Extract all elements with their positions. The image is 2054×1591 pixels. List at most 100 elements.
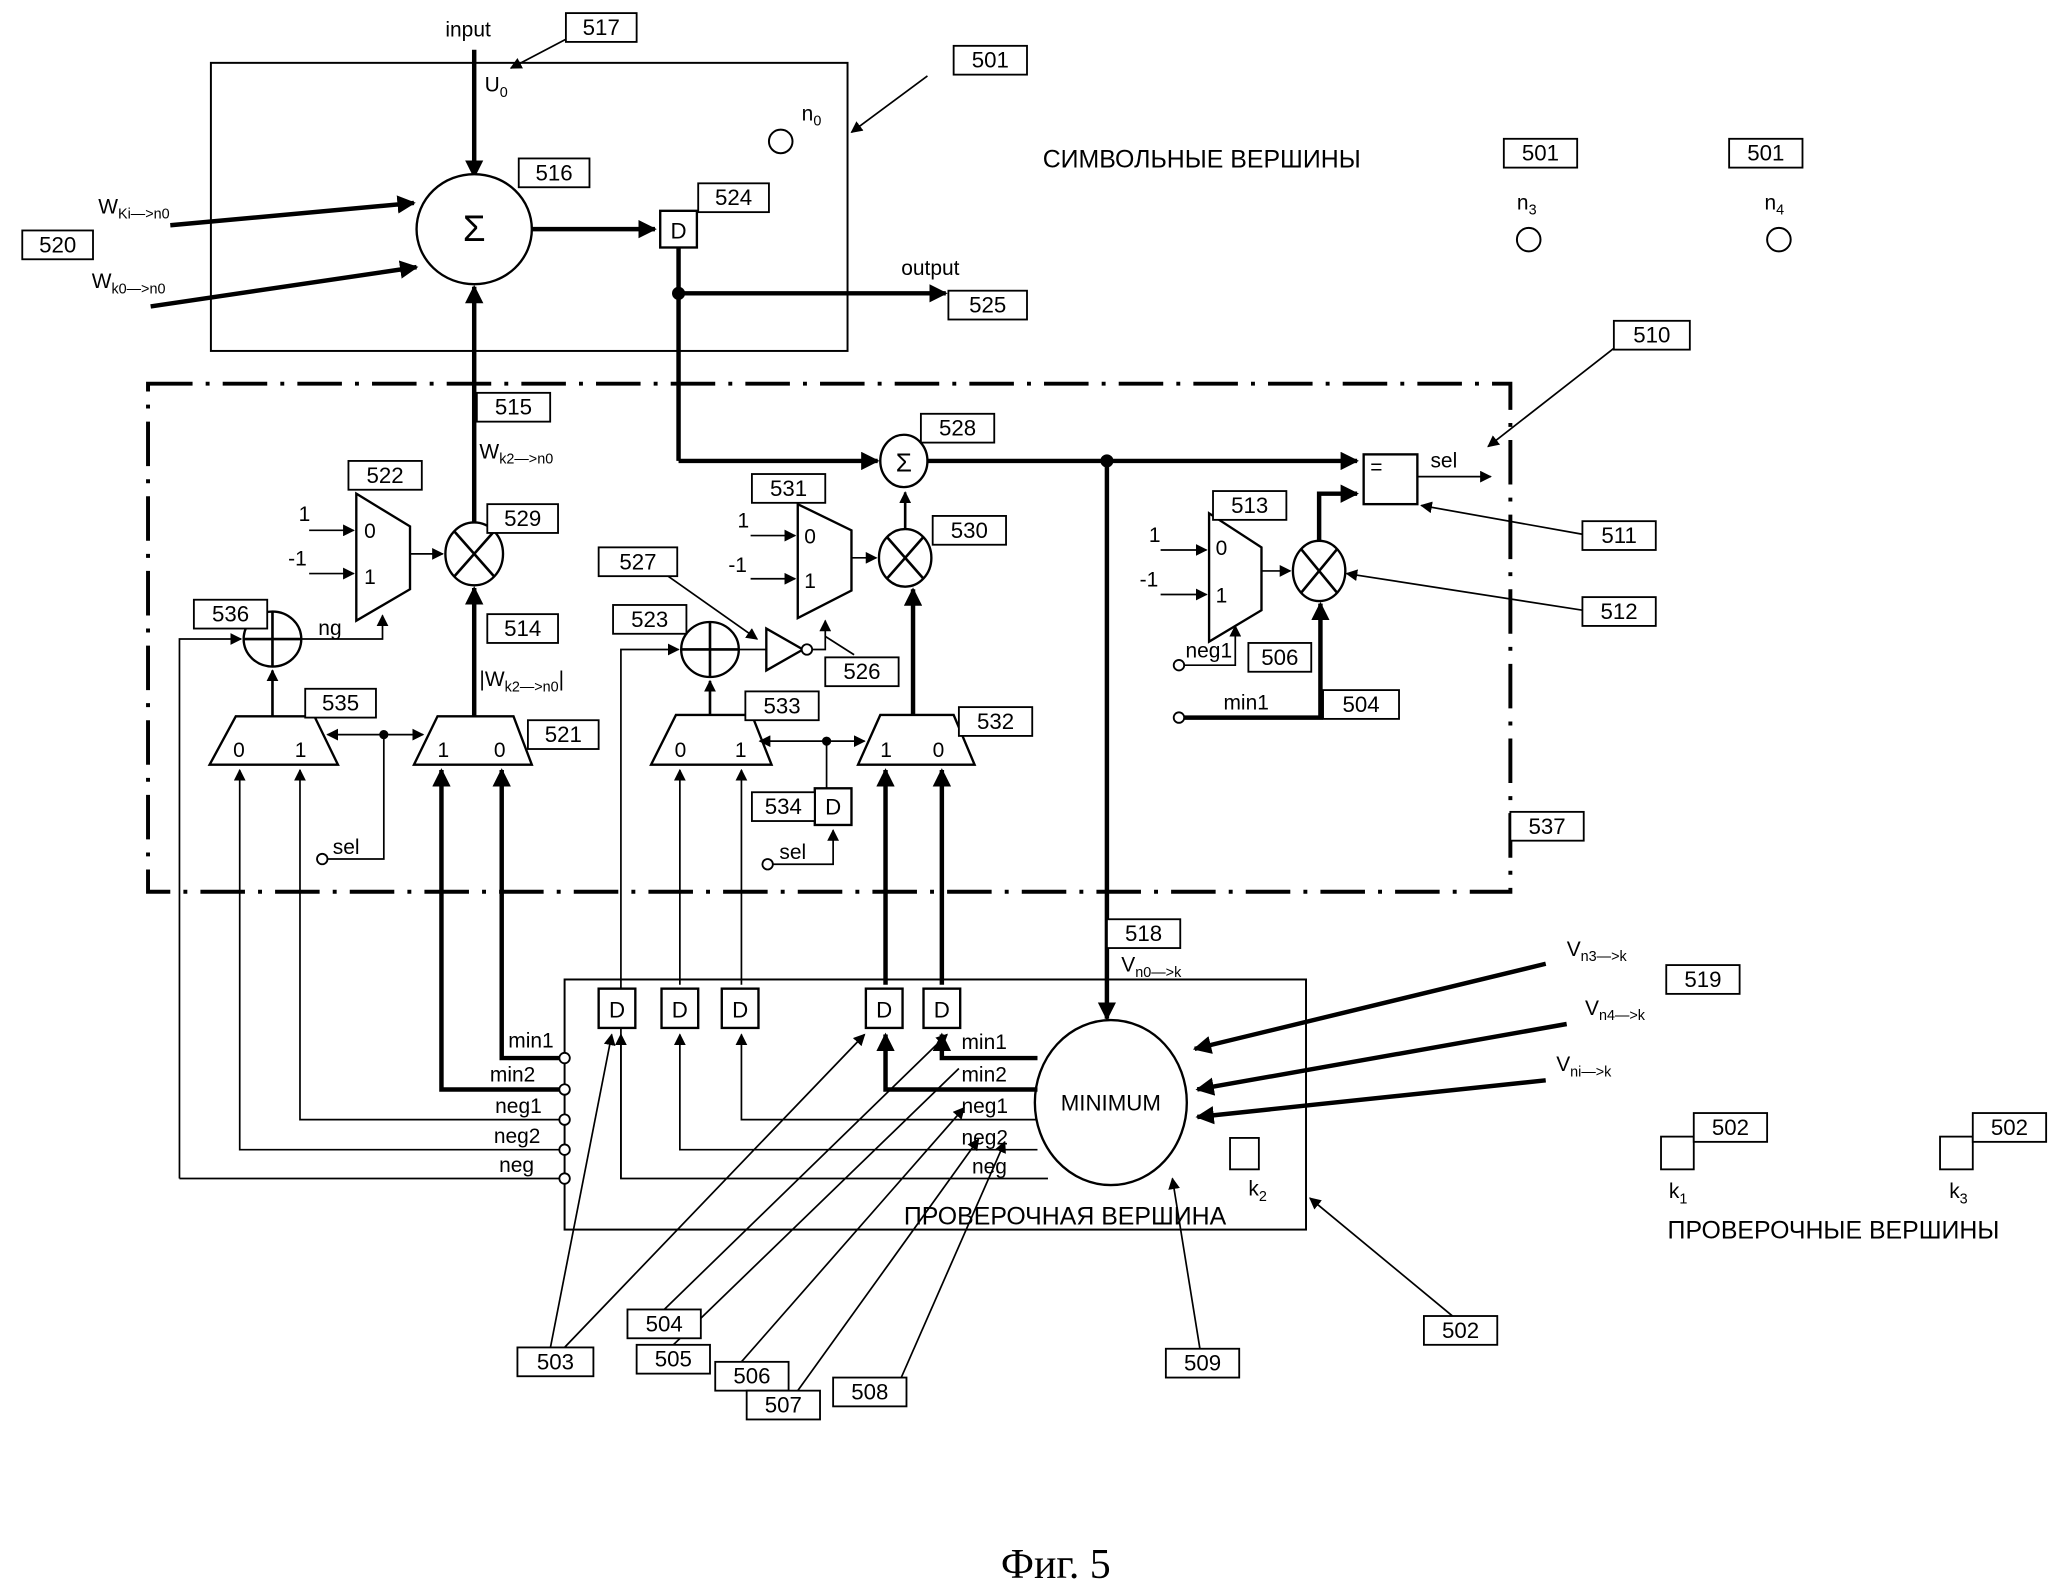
check-node-k3: 502 k3 bbox=[1940, 1113, 2046, 1207]
inner-min2-label: min2 bbox=[962, 1064, 1007, 1087]
port-neg1-label: neg1 bbox=[495, 1095, 542, 1118]
ref-505: 505 bbox=[637, 1345, 710, 1374]
svg-text:530: 530 bbox=[951, 518, 988, 543]
sel-port-left bbox=[317, 854, 327, 864]
svg-text:501: 501 bbox=[972, 48, 1009, 73]
svg-text:525: 525 bbox=[969, 293, 1006, 318]
ref-501-n3: 501 bbox=[1504, 139, 1577, 168]
k2-label: k2 bbox=[1248, 1178, 1266, 1205]
svg-text:507: 507 bbox=[765, 1393, 802, 1418]
ref-518: 518 bbox=[1107, 919, 1180, 948]
equal-symbol: = bbox=[1370, 456, 1382, 479]
ref-508: 508 bbox=[833, 1378, 906, 1407]
svg-text:520: 520 bbox=[39, 232, 76, 257]
n0-label: n0 bbox=[802, 102, 822, 129]
mux-521-in1: 1 bbox=[438, 739, 450, 762]
ref-511: 511 bbox=[1582, 521, 1655, 550]
svg-text:504: 504 bbox=[1342, 692, 1379, 717]
svg-text:503: 503 bbox=[537, 1349, 574, 1374]
svg-text:510: 510 bbox=[1633, 323, 1670, 348]
mux-535 bbox=[210, 716, 338, 764]
ref-533: 533 bbox=[745, 691, 818, 720]
mux-513-in0: 0 bbox=[1216, 537, 1228, 560]
mux-513-in1: 1 bbox=[1216, 584, 1228, 607]
svg-text:504: 504 bbox=[646, 1311, 683, 1336]
ref-513: 513 bbox=[1213, 491, 1286, 520]
sel-port-mid bbox=[762, 859, 772, 869]
svg-text:514: 514 bbox=[504, 616, 541, 641]
d-registers: D D D D D bbox=[599, 989, 961, 1028]
neg1-port-right bbox=[1174, 660, 1184, 670]
w-k0-arrow bbox=[151, 267, 417, 306]
svg-text:519: 519 bbox=[1684, 967, 1721, 992]
svg-text:501: 501 bbox=[1747, 141, 1784, 166]
mux-522 bbox=[356, 494, 410, 621]
ref-526: 526 bbox=[825, 657, 898, 686]
ref-530: 530 bbox=[933, 516, 1006, 545]
svg-text:516: 516 bbox=[536, 160, 573, 185]
svg-text:536: 536 bbox=[212, 602, 249, 627]
min1-port-right bbox=[1174, 712, 1184, 722]
svg-text:506: 506 bbox=[1261, 645, 1298, 670]
w-ki-label: WKi—>n0 bbox=[98, 195, 169, 222]
sum-symbol: Σ bbox=[463, 208, 486, 249]
const-1-522: 1 bbox=[299, 503, 311, 526]
svg-text:534: 534 bbox=[765, 794, 802, 819]
ref-524: 524 bbox=[698, 183, 769, 212]
mux-532-in0: 0 bbox=[933, 739, 945, 762]
check-nodes-heading: ПРОВЕРОЧНЫЕ ВЕРШИНЫ bbox=[1668, 1217, 2000, 1245]
ref-521: 521 bbox=[528, 720, 599, 749]
neg1-label-right: neg1 bbox=[1186, 639, 1233, 662]
ref-501-n4: 501 bbox=[1729, 139, 1802, 168]
ref-517: 517 bbox=[566, 13, 637, 42]
node-n0 bbox=[769, 130, 793, 154]
ref-503: 503 bbox=[517, 1347, 593, 1376]
svg-text:523: 523 bbox=[631, 607, 668, 632]
svg-text:512: 512 bbox=[1601, 599, 1638, 624]
u0-label: U0 bbox=[485, 74, 508, 101]
svg-text:518: 518 bbox=[1125, 921, 1162, 946]
mux-531-in1: 1 bbox=[804, 570, 816, 593]
ng-label: ng bbox=[318, 617, 341, 640]
output-label: output bbox=[901, 257, 959, 280]
ref-501: 501 bbox=[954, 46, 1027, 75]
mux-522-in0: 0 bbox=[364, 520, 376, 543]
mux-533-in0: 0 bbox=[675, 739, 687, 762]
min1-label-right: min1 bbox=[1223, 692, 1268, 715]
mux-535-in1: 1 bbox=[295, 739, 307, 762]
w-k0-label: Wk0—>n0 bbox=[92, 270, 166, 297]
ref-519: 519 bbox=[1666, 965, 1739, 994]
ref-525: 525 bbox=[948, 291, 1027, 320]
svg-text:526: 526 bbox=[843, 659, 880, 684]
ref-531: 531 bbox=[752, 474, 825, 503]
mux-535-in0: 0 bbox=[233, 739, 245, 762]
vn4-label: Vn4—>k bbox=[1585, 997, 1646, 1024]
svg-text:n3: n3 bbox=[1517, 192, 1537, 219]
delay-534-symbol: D bbox=[825, 794, 841, 819]
mux-531 bbox=[798, 504, 852, 618]
svg-text:D: D bbox=[876, 997, 892, 1022]
ref-506-top: 506 bbox=[1248, 643, 1311, 672]
abs-w-label: |Wk2—>n0| bbox=[479, 668, 564, 695]
sel-label-left: sel bbox=[333, 836, 360, 859]
const-1-531: 1 bbox=[738, 510, 750, 533]
ref-507: 507 bbox=[747, 1391, 820, 1420]
svg-text:513: 513 bbox=[1231, 493, 1268, 518]
inner-neg2-label: neg2 bbox=[962, 1126, 1009, 1149]
ref-535: 535 bbox=[305, 689, 376, 718]
leader-526 bbox=[825, 636, 854, 654]
svg-text:521: 521 bbox=[545, 722, 582, 747]
vn0-label: Vn0—>k bbox=[1121, 954, 1182, 981]
svg-text:528: 528 bbox=[939, 416, 976, 441]
symbol-node-n4: 501 n4 bbox=[1729, 139, 1802, 252]
svg-text:508: 508 bbox=[851, 1379, 888, 1404]
ref-520: 520 bbox=[22, 230, 93, 259]
port-neg2-label: neg2 bbox=[494, 1125, 541, 1148]
mux-531-in0: 0 bbox=[804, 525, 816, 548]
svg-text:n4: n4 bbox=[1765, 192, 1785, 219]
ref-506: 506 bbox=[715, 1362, 788, 1391]
svg-text:532: 532 bbox=[977, 709, 1014, 734]
svg-text:511: 511 bbox=[1601, 523, 1636, 548]
delay-symbol: D bbox=[671, 218, 687, 243]
